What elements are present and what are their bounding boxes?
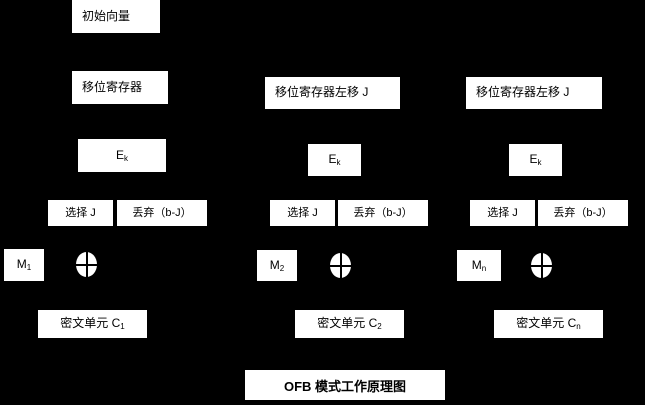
shift-register-label-2: 移位寄存器左移 J <box>275 85 369 100</box>
shift-register-box-2: 移位寄存器左移 J <box>265 77 400 109</box>
cipher-function-box-n: Ek <box>509 144 562 176</box>
plaintext-box-1: M1 <box>4 249 44 281</box>
cipher-function-label-1: Ek <box>115 147 128 163</box>
xor-vertical-bar-1 <box>85 252 88 277</box>
ciphertext-label-2: 密文单元 C2 <box>317 316 382 332</box>
discard-box-2: 丢弃（b-J） <box>338 200 428 226</box>
ciphertext-label-1: 密文单元 C1 <box>60 316 125 332</box>
discard-box-n: 丢弃（b-J） <box>538 200 628 226</box>
xor-vertical-bar-n <box>540 253 543 278</box>
shift-register-label-1: 移位寄存器 <box>82 79 143 94</box>
ciphertext-subscript-1: 1 <box>120 322 125 332</box>
diagram-title-label: OFB 模式工作原理图 <box>283 378 407 394</box>
diagram-title: OFB 模式工作原理图 <box>245 370 445 400</box>
ciphertext-subscript-2: 2 <box>377 322 382 332</box>
cipher-function-box-2: Ek <box>308 144 361 176</box>
cipher-function-subscript-2: k <box>336 158 341 168</box>
ciphertext-box-2: 密文单元 C2 <box>295 310 404 338</box>
select-j-box-1: 选择 J <box>48 200 113 226</box>
plaintext-subscript-1: 1 <box>26 263 32 273</box>
ciphertext-box-1: 密文单元 C1 <box>38 310 147 338</box>
ciphertext-subscript-n: n <box>576 322 581 332</box>
select-j-label-n: 选择 J <box>487 206 518 219</box>
plaintext-subscript-2: 2 <box>279 263 285 273</box>
select-j-label-2: 选择 J <box>287 206 318 219</box>
shift-register-box-n: 移位寄存器左移 J <box>466 77 602 109</box>
xor-icon-1 <box>76 252 97 277</box>
ciphertext-box-n: 密文单元 Cn <box>494 310 603 338</box>
plaintext-label-n: Mn <box>471 257 487 273</box>
select-j-box-2: 选择 J <box>270 200 335 226</box>
plaintext-subscript-n: n <box>481 263 487 273</box>
select-j-box-n: 选择 J <box>470 200 535 226</box>
discard-label-1: 丢弃（b-J） <box>132 206 192 219</box>
cipher-function-label-n: Ek <box>529 152 542 168</box>
shift-register-box-1: 移位寄存器 <box>72 71 168 104</box>
plaintext-label-2: M2 <box>269 257 285 273</box>
initial-vector-label: 初始向量 <box>82 8 131 23</box>
discard-box-1: 丢弃（b-J） <box>117 200 207 226</box>
xor-icon-2 <box>330 253 351 278</box>
plaintext-box-2: M2 <box>257 250 297 281</box>
discard-label-2: 丢弃（b-J） <box>353 206 413 219</box>
xor-icon-n <box>531 253 552 278</box>
initial-vector-box: 初始向量 <box>72 0 160 33</box>
cipher-function-box-1: Ek <box>78 139 166 172</box>
select-j-label-1: 选择 J <box>65 206 96 219</box>
shift-register-label-n: 移位寄存器左移 J <box>476 85 570 100</box>
cipher-function-subscript-n: k <box>537 158 542 168</box>
cipher-function-subscript-1: k <box>124 153 128 163</box>
plaintext-box-n: Mn <box>457 250 501 281</box>
discard-label-n: 丢弃（b-J） <box>553 206 613 219</box>
plaintext-label-1: M1 <box>16 257 32 273</box>
cipher-function-label-2: Ek <box>328 152 341 168</box>
ciphertext-label-n: 密文单元 Cn <box>516 316 581 332</box>
xor-vertical-bar-2 <box>339 253 342 278</box>
